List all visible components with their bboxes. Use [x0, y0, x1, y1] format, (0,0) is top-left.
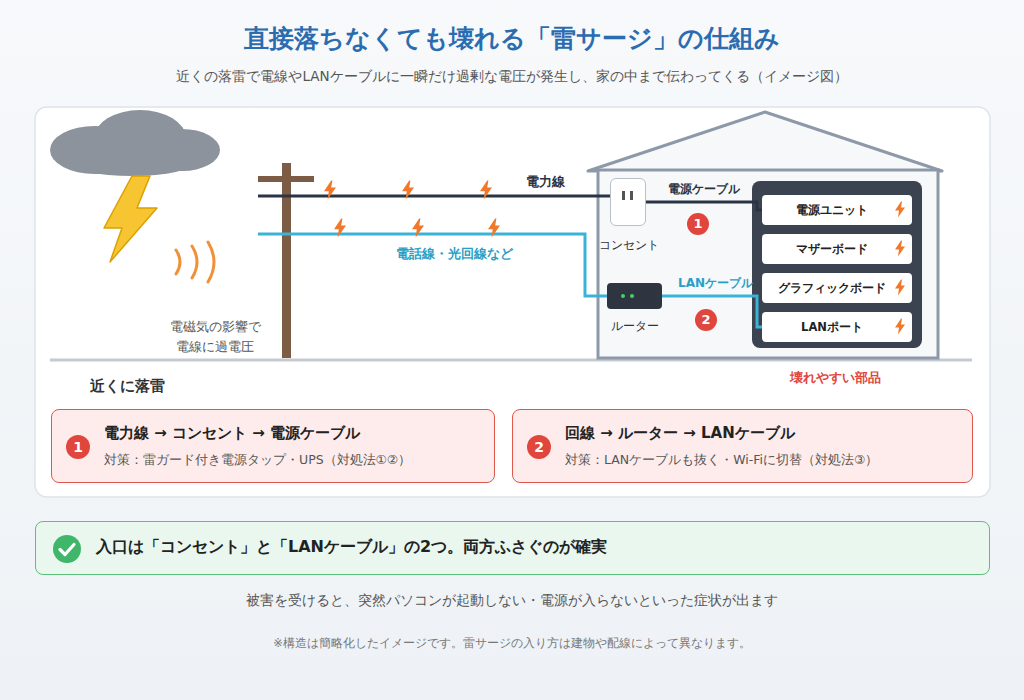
node-text: 対策：雷ガード付き電源タップ・UPS（対処法①②） [104, 452, 411, 469]
strike-label: 近くに落雷 [90, 377, 165, 396]
outlet: コンセント [610, 178, 646, 226]
node-text: グラフィックボード [762, 273, 902, 303]
cloud [50, 110, 220, 176]
outlet-hole [622, 191, 625, 200]
router-led [630, 294, 634, 298]
route-box: 電力線 → コンセント → 電源ケーブル対策：雷ガード付き電源タップ・UPS（対… [51, 409, 495, 483]
line-label: 電力線 [526, 173, 565, 191]
check-icon [52, 534, 82, 564]
surge-bolt [895, 240, 905, 257]
bolt-shape [895, 319, 905, 335]
outlet-holes [611, 179, 644, 224]
node-text: ルーター [597, 318, 672, 335]
panel [35, 107, 990, 497]
house-wall [598, 170, 938, 358]
edge-label: 電源ケーブル [668, 181, 740, 198]
node-text: LANポート [762, 312, 902, 342]
bolt-shape [895, 241, 905, 257]
callout-number: 2 [527, 435, 551, 459]
node-text: 回線 → ルーター → LANケーブル [565, 424, 795, 443]
surge-bolt [324, 180, 336, 199]
node-text: コンセント [595, 237, 663, 254]
router-led [621, 294, 625, 298]
check-mark [60, 545, 74, 555]
effect-note: 電磁気の影響で 電線に過電圧 [165, 317, 265, 357]
component-box: LANポート [762, 312, 912, 342]
lightning [104, 176, 157, 262]
parts-label: 壊れやすい部品 [790, 369, 881, 387]
outlet-hole [630, 191, 633, 200]
power-line [258, 195, 612, 198]
check-circle [53, 535, 81, 563]
diagram-title: 直接落ちなくても壊れる「雷サージ」の仕組み [0, 22, 1024, 55]
bolt-shape [895, 202, 905, 218]
surge-bolt [895, 318, 905, 335]
node-text: 電源ユニット [762, 195, 902, 225]
node-text: 入口は「コンセント」と「LANケーブル」の2つ。両方ふさぐのが確実 [96, 537, 607, 558]
component-box: 電源ユニット [762, 195, 912, 225]
surge-bolt [895, 279, 905, 296]
callout-number: 1 [66, 435, 90, 459]
router: ルーター [607, 283, 662, 309]
subtitle: 近くの落雷で電線やLANケーブルに一瞬だけ過剰な電圧が発生し、家の中まで伝わって… [0, 68, 1024, 86]
component-box: グラフィックボード [762, 273, 912, 303]
summary-box: 入口は「コンセント」と「LANケーブル」の2つ。両方ふさぐのが確実 [35, 521, 990, 575]
em-waves [176, 242, 214, 282]
surge-bolt [488, 218, 500, 237]
bolt-shape [895, 280, 905, 296]
surge-bolt [334, 218, 346, 237]
pc-case [752, 181, 922, 348]
surge-bolt [402, 180, 414, 199]
surge-bolt [412, 218, 424, 237]
power-cable [646, 202, 762, 210]
footnote: ※構造は簡略化したイメージです。雷サージの入り方は建物や配線によって異なります。 [0, 636, 1024, 651]
surge-bolt [895, 201, 905, 218]
phone-line [258, 234, 609, 296]
surge-bolt [480, 180, 492, 199]
line-label: 電話線・光回線など [396, 246, 513, 263]
node-text: 電力線 → コンセント → 電源ケーブル [104, 424, 360, 443]
route-box: 回線 → ルーター → LANケーブル対策：LANケーブルも抜く・Wi-Fiに切… [512, 409, 973, 483]
utility-pole [282, 163, 291, 358]
house-roof [588, 112, 942, 171]
node-text: マザーボード [762, 234, 902, 264]
footer-note: 被害を受けると、突然パソコンが起動しない・電源が入らないといった症状が出ます [0, 592, 1024, 610]
pole-crossbar [258, 176, 314, 182]
component-box: マザーボード [762, 234, 912, 264]
node-text: 対策：LANケーブルも抜く・Wi-Fiに切替（対処法③） [565, 452, 878, 469]
callout-number: 2 [695, 309, 717, 331]
edge-label: LANケーブル [678, 275, 753, 292]
callout-number: 1 [687, 213, 709, 235]
